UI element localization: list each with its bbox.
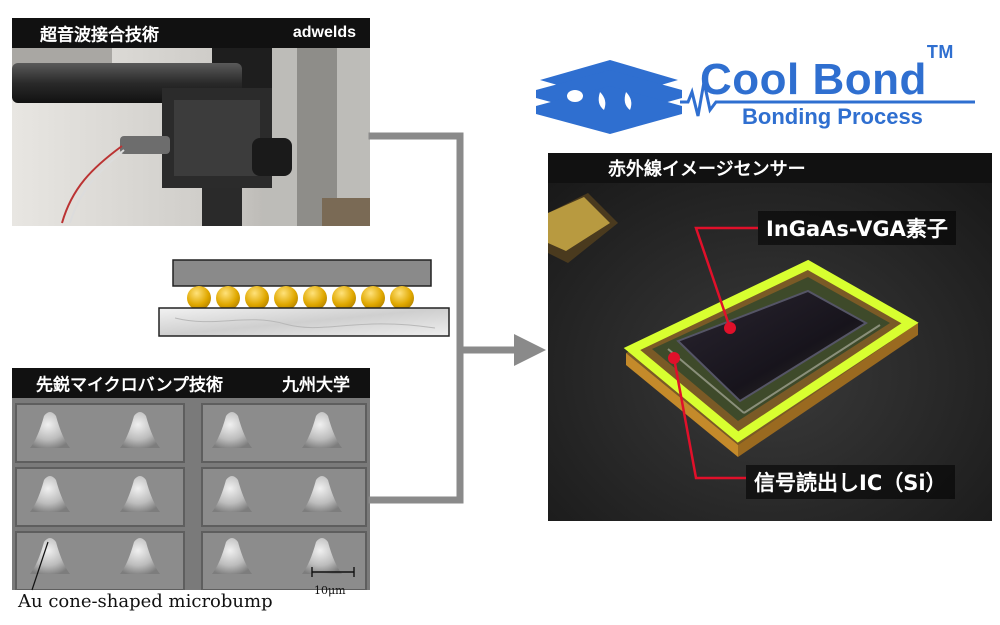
callout-line-ic — [672, 357, 746, 480]
bonding-machine-illustration — [12, 18, 370, 226]
scale-label: 10μm — [314, 584, 346, 597]
right-photo-title: 赤外線イメージセンサー — [608, 159, 806, 180]
logo-name: Cool Bond — [700, 55, 927, 104]
sensor-die — [676, 289, 868, 403]
chip-die — [172, 259, 432, 287]
bottom-photo-org: 九州大学 — [282, 375, 350, 396]
sem-microbump-illustration — [12, 368, 370, 590]
microbump-sem-photo: 先鋭マイクロバンプ技術 九州大学 — [12, 368, 370, 590]
flow-arrow-head — [514, 334, 546, 366]
microbump-caption: Au cone-shaped microbump — [18, 591, 273, 612]
coolbond-logo-mark — [536, 60, 975, 134]
logo-title: Cool BondTM — [700, 42, 954, 105]
glowing-frame — [623, 259, 919, 443]
top-photo-brand: adwelds — [292, 24, 356, 41]
top-photo-title-bar: 超音波接合技術 adwelds — [12, 18, 370, 48]
callout-lines — [668, 226, 758, 480]
callout-dot-ic — [668, 352, 680, 364]
bottom-photo-title-bar: 先鋭マイクロバンプ技術 九州大学 — [12, 368, 370, 398]
scale-bar — [311, 567, 355, 577]
top-photo-title: 超音波接合技術 — [40, 25, 159, 46]
caption-pointer — [31, 541, 49, 591]
flip-chip-schematic — [158, 259, 450, 337]
logo-subtitle: Bonding Process — [742, 104, 923, 129]
label-readout-ic: 信号読出しIC（Si） — [746, 465, 955, 499]
ultrasonic-bonding-photo: 超音波接合技術 adwelds — [12, 18, 370, 226]
microbump-row — [187, 286, 414, 310]
logo-trademark: TM — [926, 42, 954, 63]
right-photo-title-bar: 赤外線イメージセンサー — [548, 153, 992, 183]
bottom-photo-title: 先鋭マイクロバンプ技術 — [36, 375, 223, 396]
callout-dot-device — [724, 322, 736, 334]
callout-line-device — [694, 226, 758, 329]
label-ingaas-device: InGaAs-VGA素子 — [758, 211, 956, 245]
